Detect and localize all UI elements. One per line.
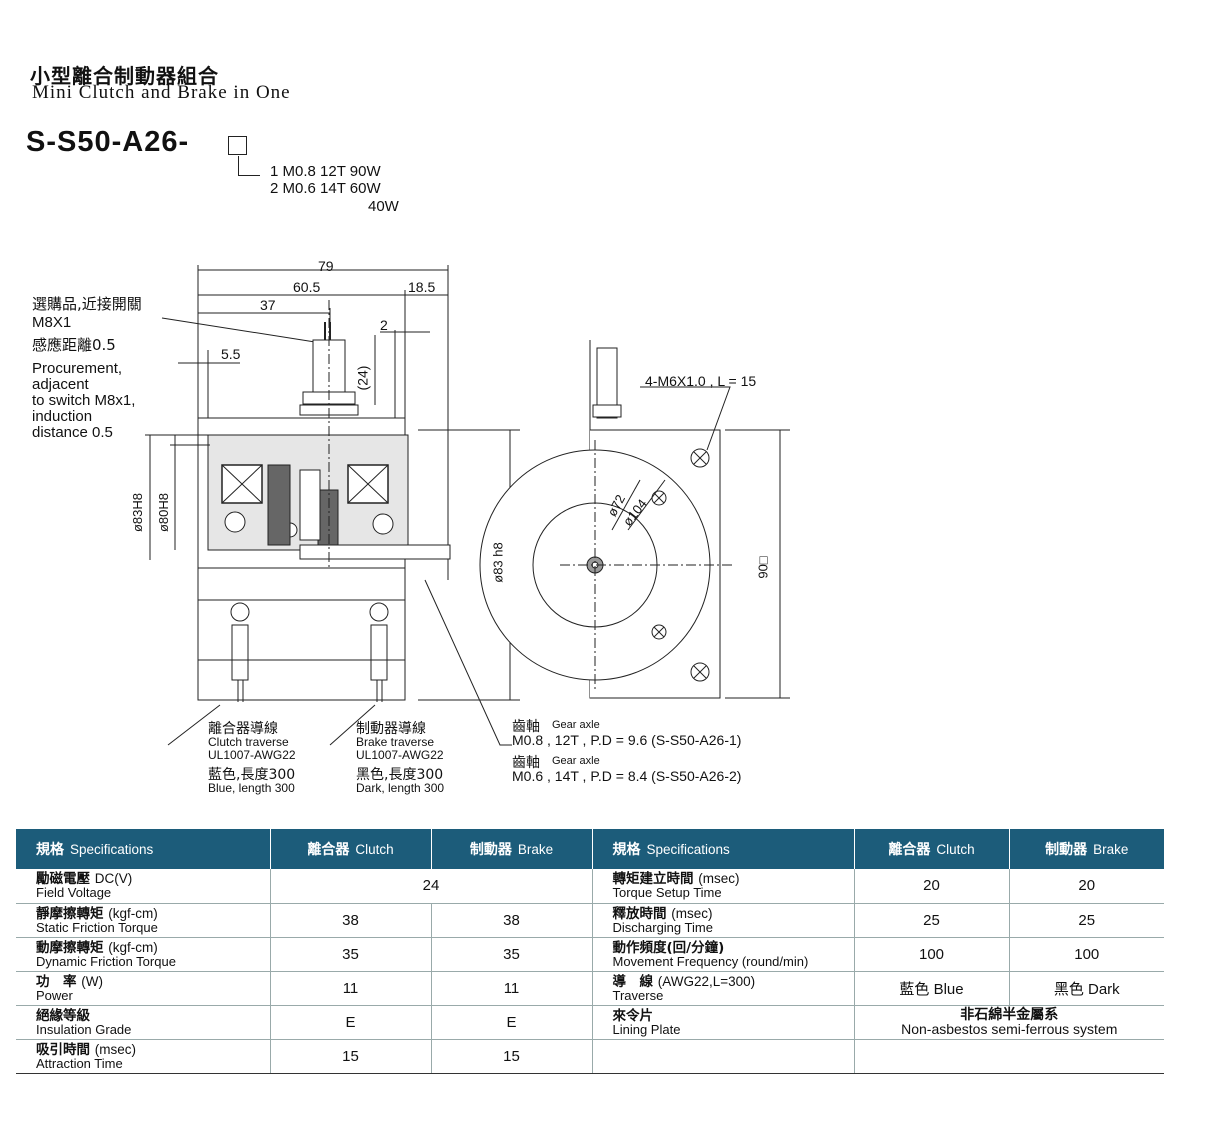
row-label: 來令片 Lining Plate xyxy=(592,1005,855,1040)
row-label: 動作頻度(回/分鐘) Movement Frequency (round/min… xyxy=(592,937,855,972)
title-english: Mini Clutch and Brake in One xyxy=(32,82,291,103)
dim-24: (24) xyxy=(354,365,371,391)
note-clutch-color-zh: 藍色,長度300 xyxy=(208,767,296,783)
note-m6-holes: 4-M6X1.0 , L = 15 xyxy=(645,373,757,389)
note-gear2-en: Gear axle xyxy=(552,755,600,767)
row-label: 導 線 (AWG22,L=300)Traverse xyxy=(592,971,855,1006)
note-switch-en-4: induction xyxy=(32,408,93,425)
table-row: 靜摩擦轉矩 (kgf-cm)Static Friction Torque 38 … xyxy=(16,903,1164,938)
title-chinese: 小型離合制動器組合 xyxy=(30,64,219,88)
cell-value: 11 xyxy=(270,971,432,1006)
cell-value: E xyxy=(270,1005,432,1040)
cell-field-voltage: 24 xyxy=(270,869,593,904)
table-row: 吸引時間 (msec)Attraction Time 15 15 xyxy=(16,1039,1164,1074)
row-label: 動摩擦轉矩 (kgf-cm)Dynamic Friction Torque xyxy=(16,937,271,972)
cell-value: 35 xyxy=(270,937,432,972)
note-gear1-zh: 齒軸 xyxy=(512,719,540,735)
cell-value: 15 xyxy=(270,1039,432,1074)
option-3: 40W xyxy=(368,198,399,215)
note-switch-en-3: to switch M8x1, xyxy=(32,392,136,409)
note-switch-m8: M8X1 xyxy=(32,314,72,331)
note-clutch-wire-zh: 離合器導線 xyxy=(208,721,278,737)
note-gear2-zh: 齒軸 xyxy=(512,755,540,771)
row-label: 絕緣等級 Insulation Grade xyxy=(16,1005,271,1040)
note-gear1-en: Gear axle xyxy=(552,719,600,731)
cell-value: 35 xyxy=(431,937,593,972)
dim-83h8-right: ø83 h8 xyxy=(490,542,506,583)
cell-value: 38 xyxy=(270,903,432,938)
model-number: S-S50-A26- xyxy=(26,126,190,158)
dim-2: 2 xyxy=(380,317,388,333)
note-switch-zh: 選購品,近接開關 xyxy=(32,295,142,313)
option-leader-line xyxy=(238,156,260,176)
row-label: 吸引時間 (msec)Attraction Time xyxy=(16,1039,271,1074)
cell-value: 38 xyxy=(431,903,593,938)
note-gear1-spec: M0.8 , 12T , P.D = 9.6 (S-S50-A26-1) xyxy=(512,732,742,748)
cell-value: 25 xyxy=(854,903,1010,938)
cell-value: 100 xyxy=(854,937,1010,972)
row-label: 功 率 (W)Power xyxy=(16,971,271,1006)
dim-60-5: 60.5 xyxy=(293,279,321,295)
note-switch-en-5: distance 0.5 xyxy=(32,424,113,441)
row-label: 釋放時間 (msec)Discharging Time xyxy=(592,903,855,938)
note-switch-en-1: Procurement, xyxy=(32,360,123,377)
cell-clutch-wire-color: 藍色 Blue xyxy=(854,971,1010,1006)
table-row: 功 率 (W)Power 11 11 導 線 (AWG22,L=300)Trav… xyxy=(16,971,1164,1006)
cell-value: 11 xyxy=(431,971,593,1006)
table-row: 絕緣等級 Insulation Grade E E 來令片 Lining Pla… xyxy=(16,1005,1164,1040)
cell-value: 20 xyxy=(854,869,1010,904)
cell-value: 100 xyxy=(1009,937,1164,972)
note-switch-distance-zh: 感應距離0.5 xyxy=(32,336,116,354)
note-switch-en-2: adjacent xyxy=(32,376,89,393)
table-row: 勵磁電壓 DC(V)Field Voltage 24 轉矩建立時間 (msec)… xyxy=(16,869,1164,904)
cell-value: E xyxy=(431,1005,593,1040)
note-clutch-wire-en: Clutch traverse xyxy=(208,735,289,749)
note-clutch-color-en: Blue, length 300 xyxy=(208,781,295,795)
note-gear2-spec: M0.6 , 14T , P.D = 8.4 (S-S50-A26-2) xyxy=(512,768,742,784)
table-row: 動摩擦轉矩 (kgf-cm)Dynamic Friction Torque 35… xyxy=(16,937,1164,972)
cell-value: 15 xyxy=(431,1039,593,1074)
option-2: 2 M0.6 14T 60W xyxy=(270,180,381,197)
cell-brake-wire-color: 黑色 Dark xyxy=(1009,971,1164,1006)
dim-5-5: 5.5 xyxy=(221,346,241,362)
note-brake-color-en: Dark, length 300 xyxy=(356,781,445,795)
row-label-empty xyxy=(592,1039,855,1074)
cell-empty xyxy=(854,1039,1164,1074)
dim-79: 79 xyxy=(318,258,334,274)
row-label: 轉矩建立時間 (msec)Torque Setup Time xyxy=(592,869,855,904)
cell-value: 25 xyxy=(1009,903,1164,938)
dim-83h8-left: ø83H8 xyxy=(130,492,146,533)
model-option-box xyxy=(228,136,247,155)
dim-37: 37 xyxy=(260,297,276,313)
row-label: 勵磁電壓 DC(V)Field Voltage xyxy=(16,869,271,904)
note-brake-wire-zh: 制動器導線 xyxy=(356,721,426,737)
note-brake-wire-spec: UL1007-AWG22 xyxy=(356,748,444,762)
dim-80h8: ø80H8 xyxy=(156,492,172,533)
technical-drawing xyxy=(145,265,790,746)
row-label: 靜摩擦轉矩 (kgf-cm)Static Friction Torque xyxy=(16,903,271,938)
dim-18-5: 18.5 xyxy=(408,279,436,295)
note-brake-wire-en: Brake traverse xyxy=(356,735,435,749)
note-clutch-wire-spec: UL1007-AWG22 xyxy=(208,748,296,762)
option-1: 1 M0.8 12T 90W xyxy=(270,163,381,180)
note-brake-color-zh: 黑色,長度300 xyxy=(356,767,444,783)
cell-value: 20 xyxy=(1009,869,1164,904)
dim-90-square: 90□ xyxy=(755,556,771,579)
